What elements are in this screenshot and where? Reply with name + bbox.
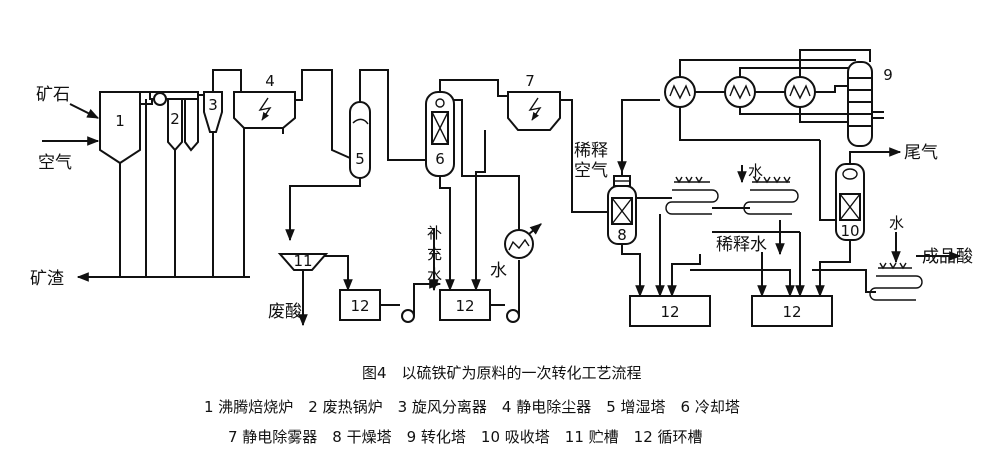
equipment-number-12a: 12 [350, 297, 369, 315]
figure-caption: 图4 以硫铁矿为原料的一次转化工艺流程 1 沸腾焙烧炉 2 废热锅炉 3 旋风分… [204, 364, 740, 446]
cooler-water-label: 水 [490, 261, 507, 281]
equipment-number-11: 11 [293, 252, 312, 270]
waste-acid-label: 废酸 [268, 302, 302, 322]
dilution-air-label-1: 稀释 [574, 141, 608, 161]
legend-line-1: 1 沸腾焙烧炉 2 废热锅炉 3 旋风分离器 4 静电除尘器 5 增湿塔 6 冷… [204, 398, 740, 416]
storage-tank [277, 253, 329, 271]
equipment-number-5: 5 [355, 150, 365, 168]
feed-lines [42, 103, 100, 146]
circulation-tank-d [751, 295, 833, 327]
washing-section-liquid-lines [285, 99, 542, 327]
product-cooler-water-label: 水 [889, 214, 904, 232]
spray-water-label: 水 [748, 162, 763, 180]
dilution-air-label-2: 空气 [574, 161, 608, 181]
gas-line-humidifier-to-cooler [359, 69, 426, 161]
equipment-number-12c: 12 [660, 303, 679, 321]
equipment-number-3: 3 [208, 96, 218, 114]
circulation-tank-b [439, 289, 491, 321]
ore-feed-arrow [69, 103, 100, 119]
gas-line-cooler-to-mist-esp [439, 79, 508, 97]
heat-exchanger-1 [664, 76, 696, 108]
ore-label: 矿石 [36, 85, 70, 105]
electrostatic-mist-precipitator [507, 91, 561, 131]
equipment-number-12b: 12 [455, 297, 474, 315]
circulation-tank-a [339, 289, 381, 321]
exchanger-interconnect-lines [679, 49, 871, 141]
air-label: 空气 [38, 153, 72, 173]
equipment-number-1: 1 [115, 112, 125, 130]
dilution-water-label: 稀释水 [716, 235, 767, 255]
heat-exchanger-2 [724, 76, 756, 108]
gas-line-dryer-to-exchangers [621, 99, 660, 176]
electrostatic-precipitator [233, 91, 296, 134]
legend-line-2: 7 静电除雾器 8 干燥塔 9 转化塔 10 吸收塔 11 贮槽 12 循环槽 [228, 428, 703, 446]
waste-heat-boiler [149, 91, 199, 152]
makeup-water-label-3: 水 [427, 266, 442, 284]
absorption-section-liquid-lines [621, 214, 876, 298]
tail-gas-line [849, 147, 902, 164]
equipment-number-9: 9 [883, 66, 893, 84]
equipment-number-7: 7 [525, 72, 535, 90]
heat-exchanger-3 [784, 76, 816, 108]
equipment-number-2: 2 [170, 110, 180, 128]
equipment-number-labels: 1 2 3 4 5 6 7 8 9 10 11 12 12 12 12 [115, 66, 893, 321]
tail-gas-label: 尾气 [904, 143, 938, 163]
converter-tower [847, 61, 884, 147]
gas-line-converter-to-absorber [819, 140, 836, 221]
gas-line-esp-to-humidifier [295, 69, 351, 159]
cyclone-separator [203, 91, 223, 133]
slag-label: 矿渣 [30, 269, 64, 289]
roaster-furnace [99, 91, 153, 165]
product-acid-label: 成品酸 [922, 247, 973, 267]
acid-cooler-left [665, 176, 719, 215]
figure-title: 图4 以硫铁矿为原料的一次转化工艺流程 [362, 364, 642, 382]
equipment-number-10: 10 [840, 222, 859, 240]
circulation-tank-c [629, 295, 711, 327]
acid-cooler-right [743, 176, 799, 215]
gas-path-roaster-to-esp [198, 69, 242, 96]
equipment-number-12d: 12 [782, 303, 801, 321]
makeup-water-label-2: 充 [427, 245, 442, 263]
stream-labels: 矿石 空气 矿渣 废酸 补 充 水 水 稀释 空气 尾气 水 稀释水 水 成品酸 [30, 85, 973, 322]
slag-discharge-lines [76, 99, 250, 282]
product-acid-cooler [869, 232, 962, 301]
gas-line-mist-esp-to-dryer [560, 99, 608, 213]
equipment-number-6: 6 [435, 150, 445, 168]
makeup-water-label-1: 补 [427, 224, 442, 242]
equipment-number-4: 4 [265, 72, 275, 90]
equipment-number-8: 8 [617, 226, 627, 244]
